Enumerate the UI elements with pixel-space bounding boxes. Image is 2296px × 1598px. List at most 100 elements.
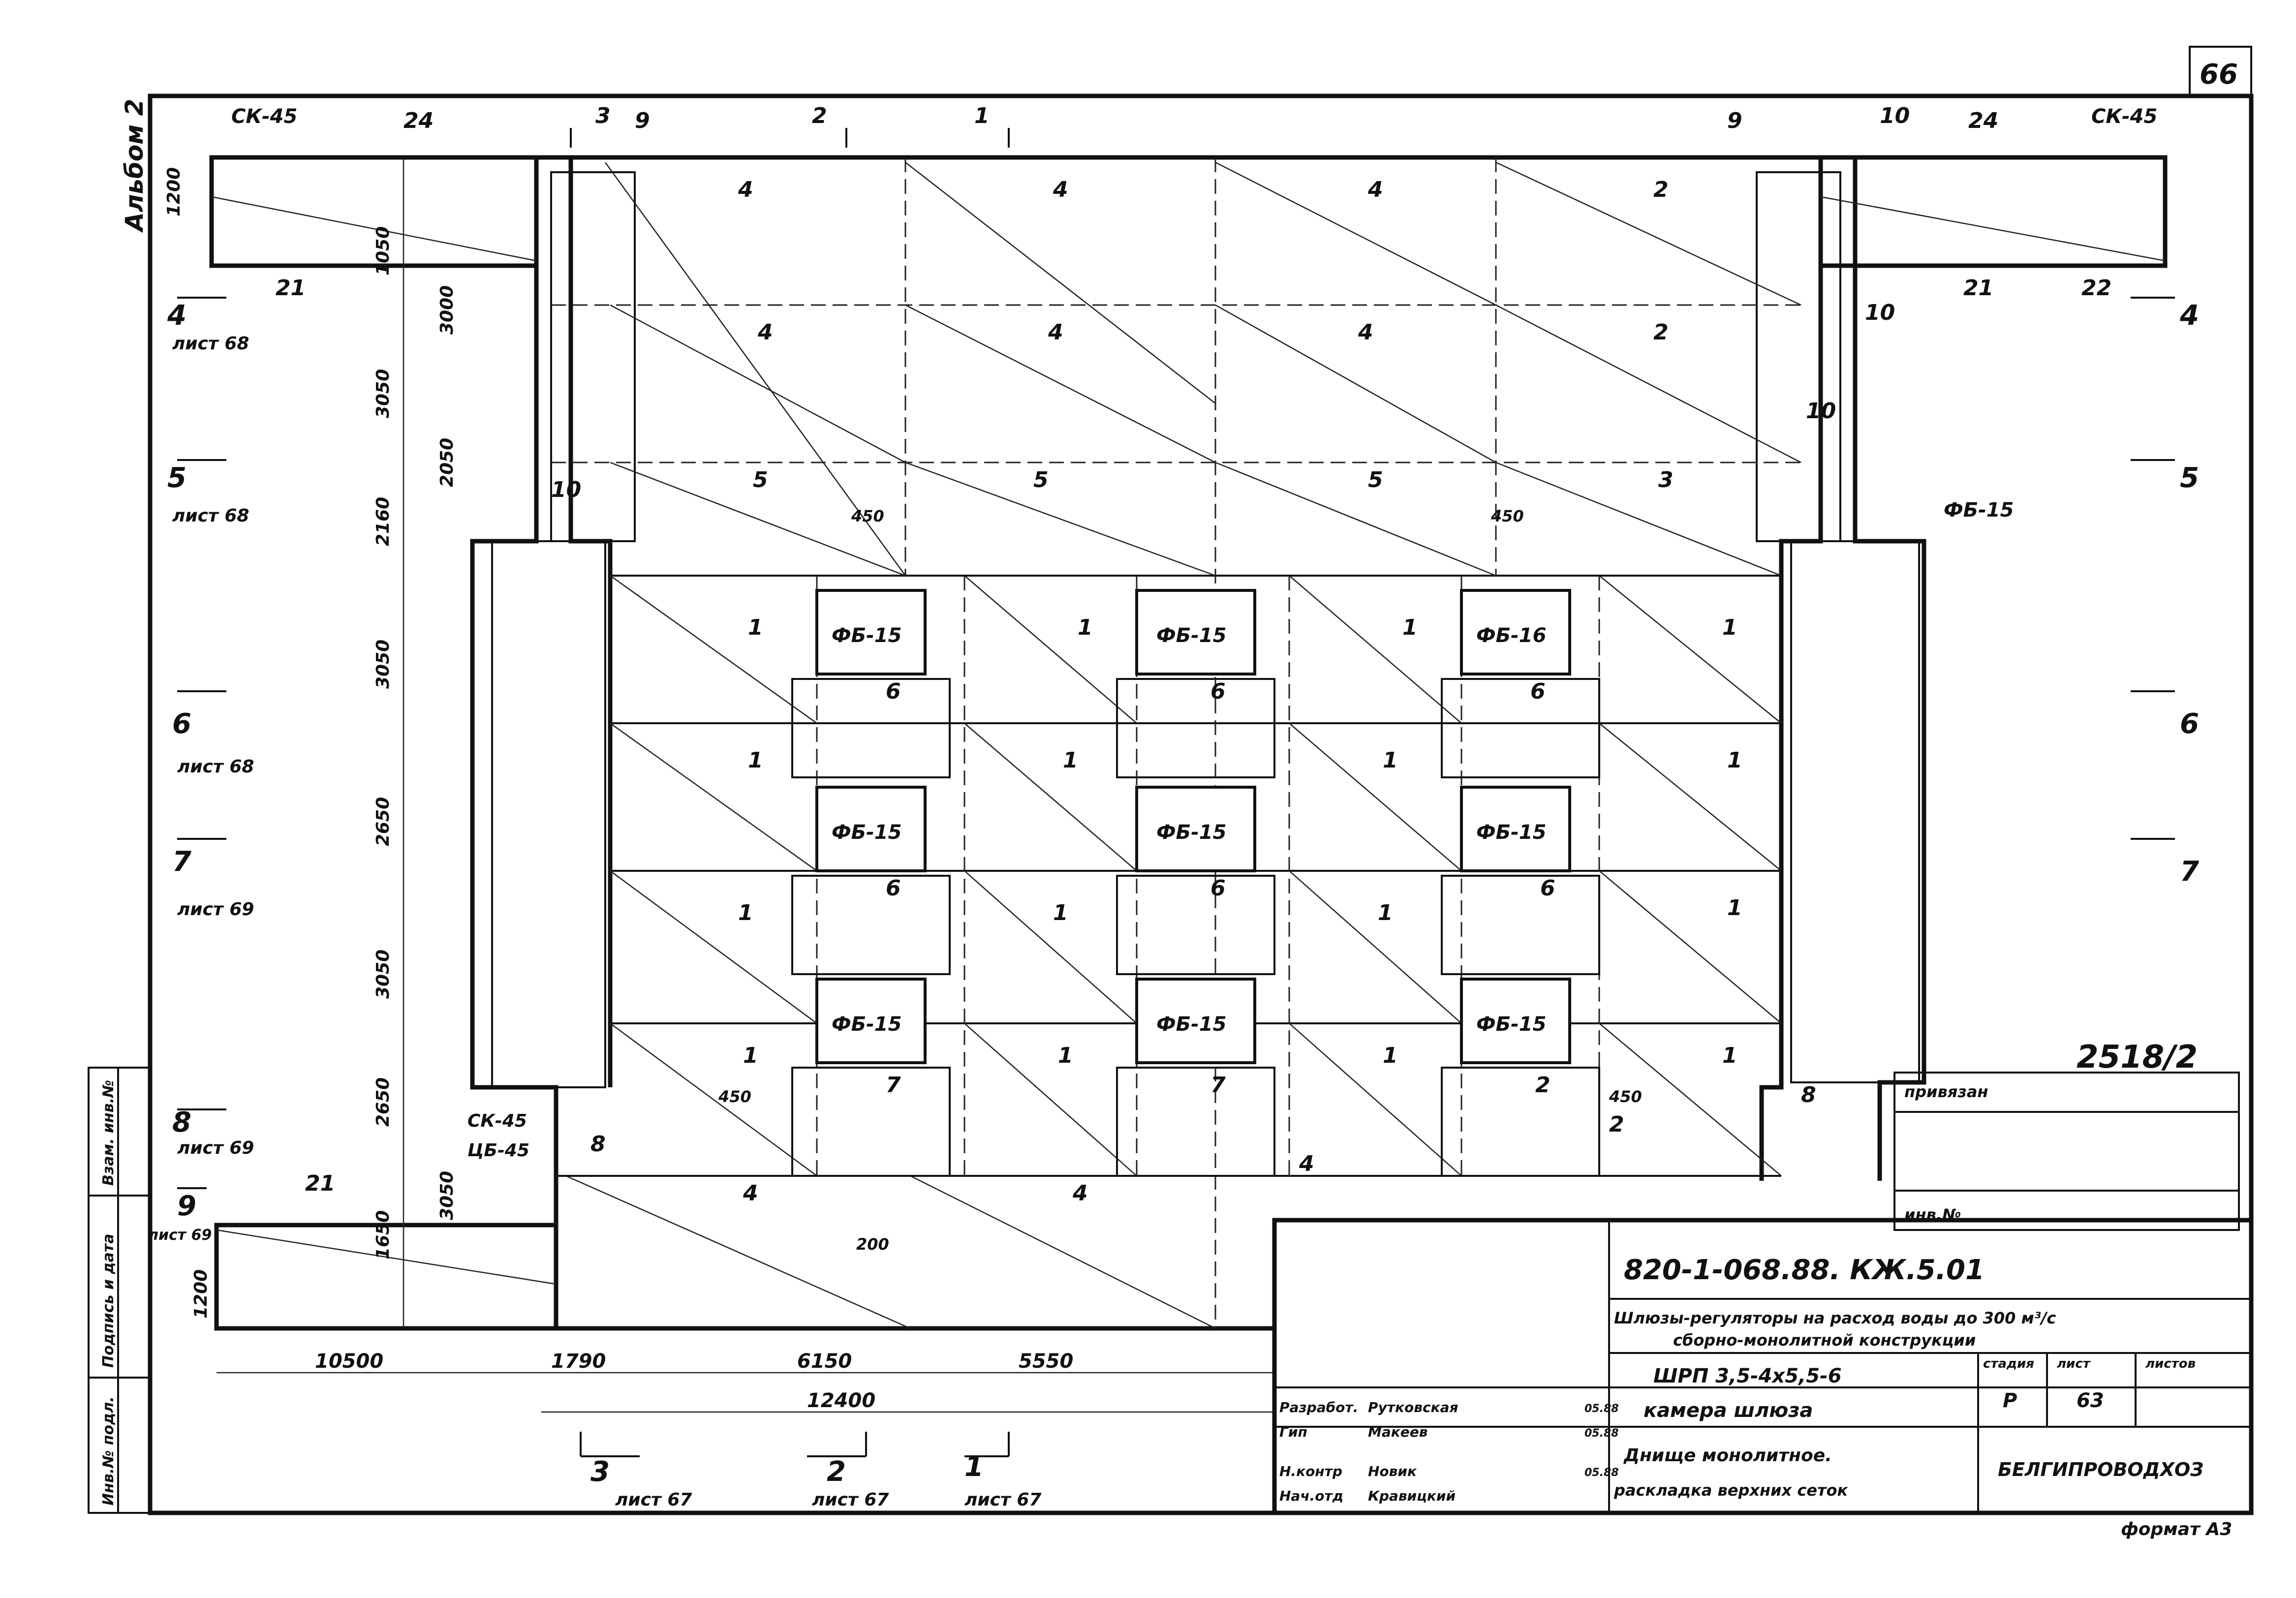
svg-text:1: 1 <box>1078 615 1093 640</box>
svg-text:24: 24 <box>403 108 434 133</box>
svg-text:1: 1 <box>1383 748 1398 773</box>
binding-box: привязан инв.№ <box>1893 1072 2240 1231</box>
svg-text:лист 68: лист 68 <box>177 757 254 777</box>
sheet-number: 66 <box>2200 59 2238 91</box>
svg-text:7: 7 <box>2180 856 2199 888</box>
svg-text:450: 450 <box>1609 1087 1642 1106</box>
svg-text:6: 6 <box>2180 708 2199 740</box>
svg-text:Подпись и дата: Подпись и дата <box>100 1234 117 1368</box>
horizontal-dimensions: 10500 1790 6150 5550 12400 450 450 450 4… <box>217 507 1642 1413</box>
svg-text:1050: 1050 <box>373 226 393 276</box>
svg-text:ФБ-15: ФБ-15 <box>1156 821 1226 844</box>
svg-text:63: 63 <box>2077 1389 2104 1412</box>
svg-text:8: 8 <box>590 1132 606 1157</box>
svg-text:2: 2 <box>827 1456 846 1488</box>
svg-text:ФБ-15: ФБ-15 <box>1944 499 2014 522</box>
svg-text:ФБ-15: ФБ-15 <box>1156 624 1226 647</box>
fb-blocks: ФБ-15 ФБ-15 ФБ-16 ФБ-15 ФБ-15 ФБ-15 ФБ-1… <box>815 589 1571 1064</box>
svg-text:3: 3 <box>590 1456 610 1488</box>
svg-text:Шлюзы-регуляторы на расход вод: Шлюзы-регуляторы на расход воды до 300 м… <box>1614 1309 2056 1327</box>
svg-text:5: 5 <box>753 467 768 492</box>
svg-text:4: 4 <box>167 300 186 332</box>
svg-text:1650: 1650 <box>373 1210 393 1260</box>
outer-frame <box>148 93 2254 1515</box>
svg-text:24: 24 <box>1968 108 1998 133</box>
album-note: Альбом 2 <box>120 99 149 233</box>
svg-text:4: 4 <box>1048 320 1063 345</box>
svg-text:7: 7 <box>172 846 191 878</box>
svg-text:4: 4 <box>1072 1181 1088 1206</box>
svg-text:7: 7 <box>886 1073 901 1098</box>
svg-text:05.88: 05.88 <box>1584 1427 1619 1440</box>
svg-text:9: 9 <box>177 1190 196 1222</box>
svg-text:1: 1 <box>748 748 763 773</box>
svg-text:3: 3 <box>1658 467 1674 492</box>
svg-text:5: 5 <box>1033 467 1049 492</box>
svg-text:2: 2 <box>1653 177 1669 202</box>
svg-text:ШРП 3,5-4х5,5-6: ШРП 3,5-4х5,5-6 <box>1653 1365 1842 1387</box>
svg-text:сборно-монолитной конструкции: сборно-монолитной конструкции <box>1673 1331 1976 1350</box>
svg-text:4: 4 <box>1053 177 1068 202</box>
svg-text:4: 4 <box>1299 1151 1314 1176</box>
svg-text:лист 69: лист 69 <box>148 1227 212 1244</box>
svg-text:2: 2 <box>1535 1073 1551 1098</box>
svg-text:привязан: привязан <box>1904 1082 1988 1101</box>
svg-text:1: 1 <box>748 615 763 640</box>
svg-text:5: 5 <box>167 462 186 494</box>
svg-text:ФБ-15: ФБ-15 <box>1476 821 1546 844</box>
svg-text:5: 5 <box>1368 467 1383 492</box>
top-section-marks: 3 2 1 <box>570 103 1010 148</box>
svg-text:1200: 1200 <box>164 167 184 216</box>
svg-text:2: 2 <box>1609 1112 1624 1137</box>
svg-text:2650: 2650 <box>373 797 393 846</box>
stamp-mark: 2518/2 <box>2077 1039 2198 1076</box>
svg-text:05.88: 05.88 <box>1584 1403 1619 1415</box>
svg-text:раскладка верхних сеток: раскладка верхних сеток <box>1613 1481 1849 1500</box>
svg-text:листов: листов <box>2145 1356 2196 1371</box>
svg-text:БЕЛГИПРОВОДХОЗ: БЕЛГИПРОВОДХОЗ <box>1998 1459 2203 1480</box>
svg-text:лист 67: лист 67 <box>615 1490 692 1510</box>
svg-text:2: 2 <box>1653 320 1669 345</box>
svg-text:9: 9 <box>1727 108 1742 133</box>
svg-text:1: 1 <box>1727 748 1742 773</box>
svg-text:4: 4 <box>743 1181 758 1206</box>
svg-text:1: 1 <box>964 1451 984 1483</box>
svg-text:СК-45: СК-45 <box>2091 105 2157 128</box>
svg-text:Макеев: Макеев <box>1368 1424 1427 1440</box>
svg-text:6: 6 <box>1540 876 1555 901</box>
svg-text:4: 4 <box>1367 177 1383 202</box>
svg-text:1: 1 <box>1058 1043 1073 1068</box>
svg-text:6: 6 <box>886 876 901 901</box>
svg-text:05.88: 05.88 <box>1584 1467 1619 1479</box>
svg-text:СК-45: СК-45 <box>467 1111 527 1131</box>
svg-text:3050: 3050 <box>373 369 393 418</box>
svg-text:ФБ-15: ФБ-15 <box>832 1013 901 1036</box>
svg-text:ФБ-15: ФБ-15 <box>1476 1013 1546 1036</box>
svg-text:лист 69: лист 69 <box>177 1138 254 1158</box>
svg-text:10: 10 <box>1880 103 1910 128</box>
svg-text:ФБ-15: ФБ-15 <box>1156 1013 1226 1036</box>
svg-text:7: 7 <box>1210 1073 1226 1098</box>
svg-text:450: 450 <box>1490 507 1524 525</box>
svg-text:2160: 2160 <box>373 497 393 546</box>
title-block: 820-1-068.88. КЖ.5.01 Шлюзы-регуляторы н… <box>1272 1218 2254 1515</box>
svg-text:Днище монолитное.: Днище монолитное. <box>1623 1445 1832 1466</box>
svg-text:1200: 1200 <box>191 1269 211 1319</box>
svg-text:5550: 5550 <box>1019 1350 1073 1373</box>
svg-text:2050: 2050 <box>437 438 457 487</box>
svg-text:лист 68: лист 68 <box>172 334 249 354</box>
right-section-marks: 4 5 6 7 <box>2131 297 2199 888</box>
svg-text:4: 4 <box>1358 320 1373 345</box>
sheet-number-box <box>2189 46 2252 97</box>
svg-text:1: 1 <box>1722 1043 1738 1068</box>
mesh-diagonals <box>211 161 2166 1329</box>
svg-text:200: 200 <box>856 1235 889 1254</box>
svg-text:6: 6 <box>1210 876 1226 901</box>
svg-text:10500: 10500 <box>315 1350 383 1373</box>
svg-text:6: 6 <box>1530 679 1546 704</box>
svg-text:2650: 2650 <box>373 1077 393 1127</box>
svg-text:6: 6 <box>886 679 901 704</box>
svg-text:5: 5 <box>2180 462 2199 494</box>
